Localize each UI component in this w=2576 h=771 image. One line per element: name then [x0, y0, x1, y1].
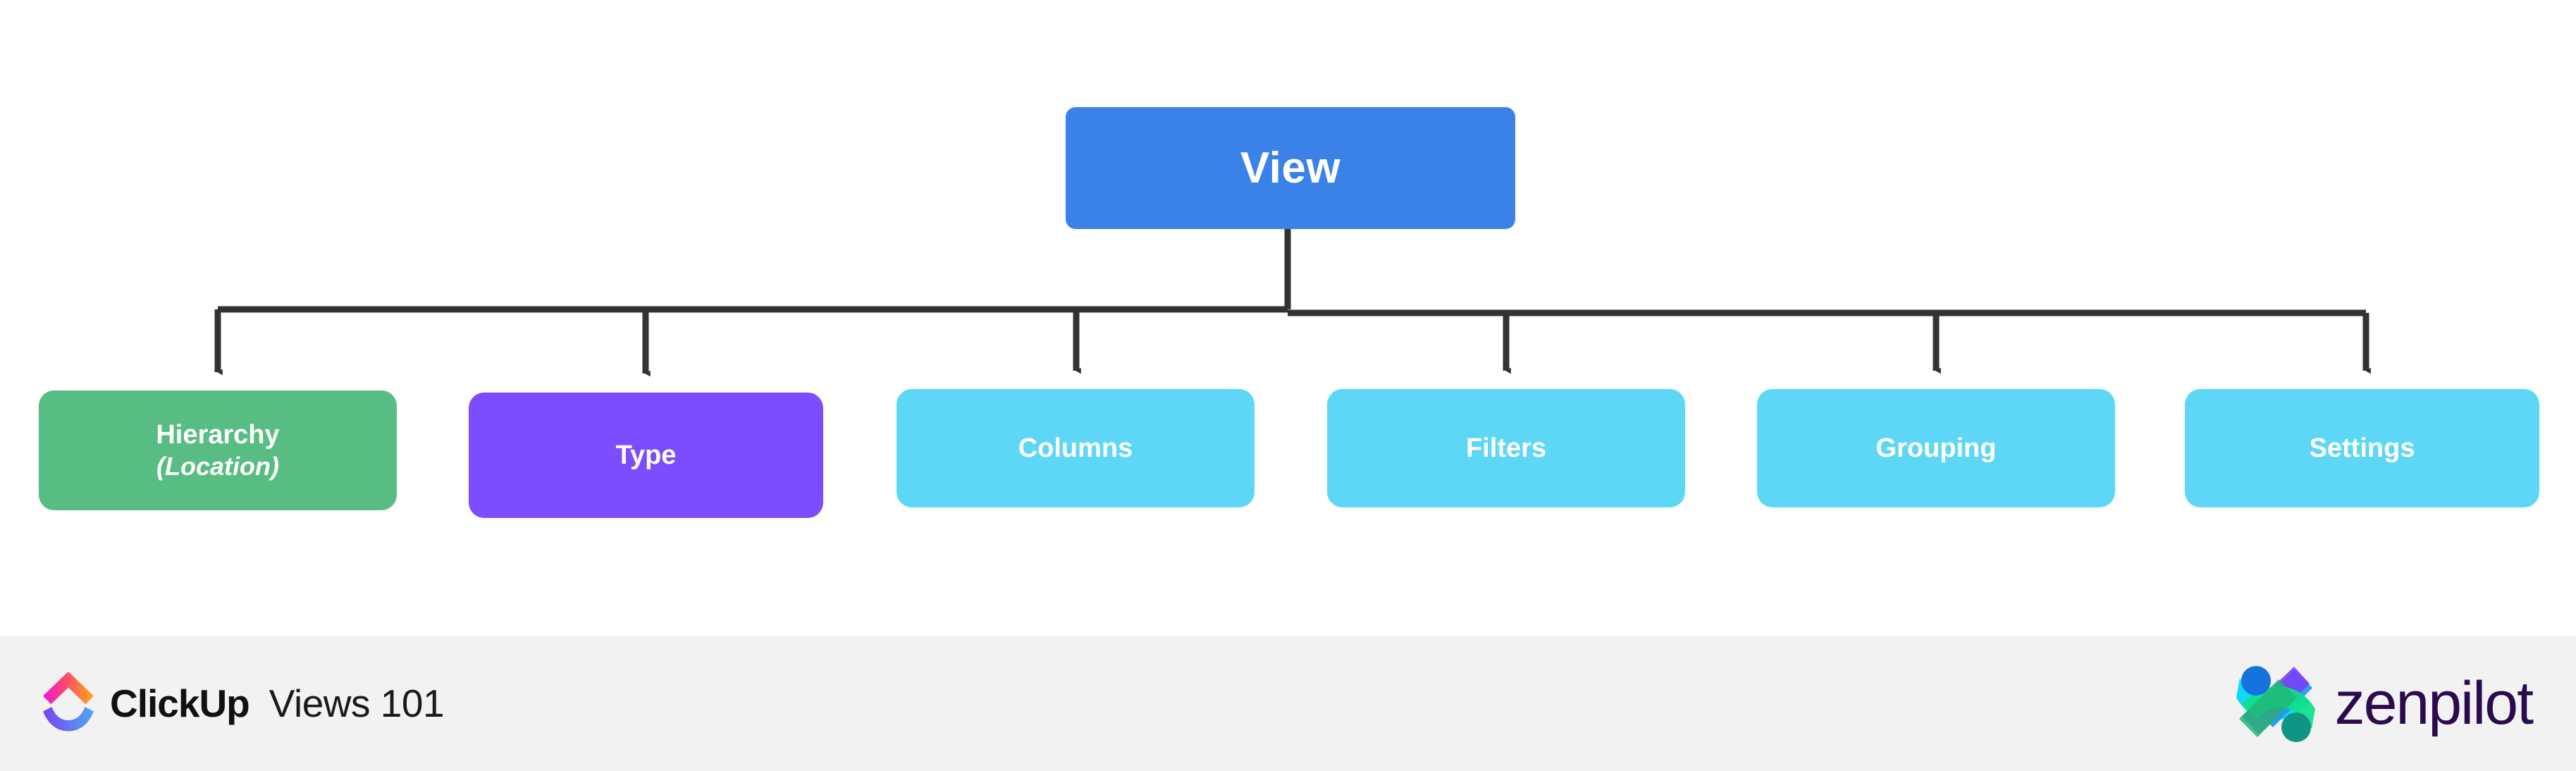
node-columns[interactable]: Columns [896, 389, 1255, 507]
node-settings-label: Settings [2309, 433, 2415, 463]
node-grouping-label: Grouping [1875, 433, 1997, 463]
zenpilot-brand-group: zenpilot [2235, 662, 2534, 744]
footer-subtitle: Views 101 [269, 681, 445, 725]
footer-bar: ClickUp Views 101 zenpilot [0, 636, 2576, 771]
node-filters[interactable]: Filters [1327, 389, 1685, 507]
node-view-label: View [1240, 143, 1341, 192]
node-columns-label: Columns [1018, 433, 1133, 463]
diagram-canvas: View Hierarchy (Location) Type Columns F… [39, 107, 2539, 518]
zenpilot-wordmark: zenpilot [2334, 670, 2534, 737]
clickup-logo-icon [43, 672, 94, 732]
node-type[interactable]: Type [469, 393, 823, 518]
zenpilot-logo-icon [2236, 666, 2315, 742]
node-view[interactable]: View [1066, 107, 1515, 229]
node-filters-label: Filters [1465, 433, 1547, 463]
node-hierarchy-label: Hierarchy [156, 419, 280, 450]
footer-brand-group: ClickUp Views 101 [42, 672, 445, 734]
node-hierarchy-sublabel: (Location) [156, 452, 279, 481]
node-hierarchy[interactable]: Hierarchy (Location) [39, 390, 397, 510]
node-type-label: Type [615, 440, 677, 470]
connector-layer [214, 229, 2371, 377]
node-grouping[interactable]: Grouping [1757, 389, 2115, 507]
clickup-wordmark: ClickUp [110, 681, 250, 725]
node-settings[interactable]: Settings [2185, 389, 2539, 507]
